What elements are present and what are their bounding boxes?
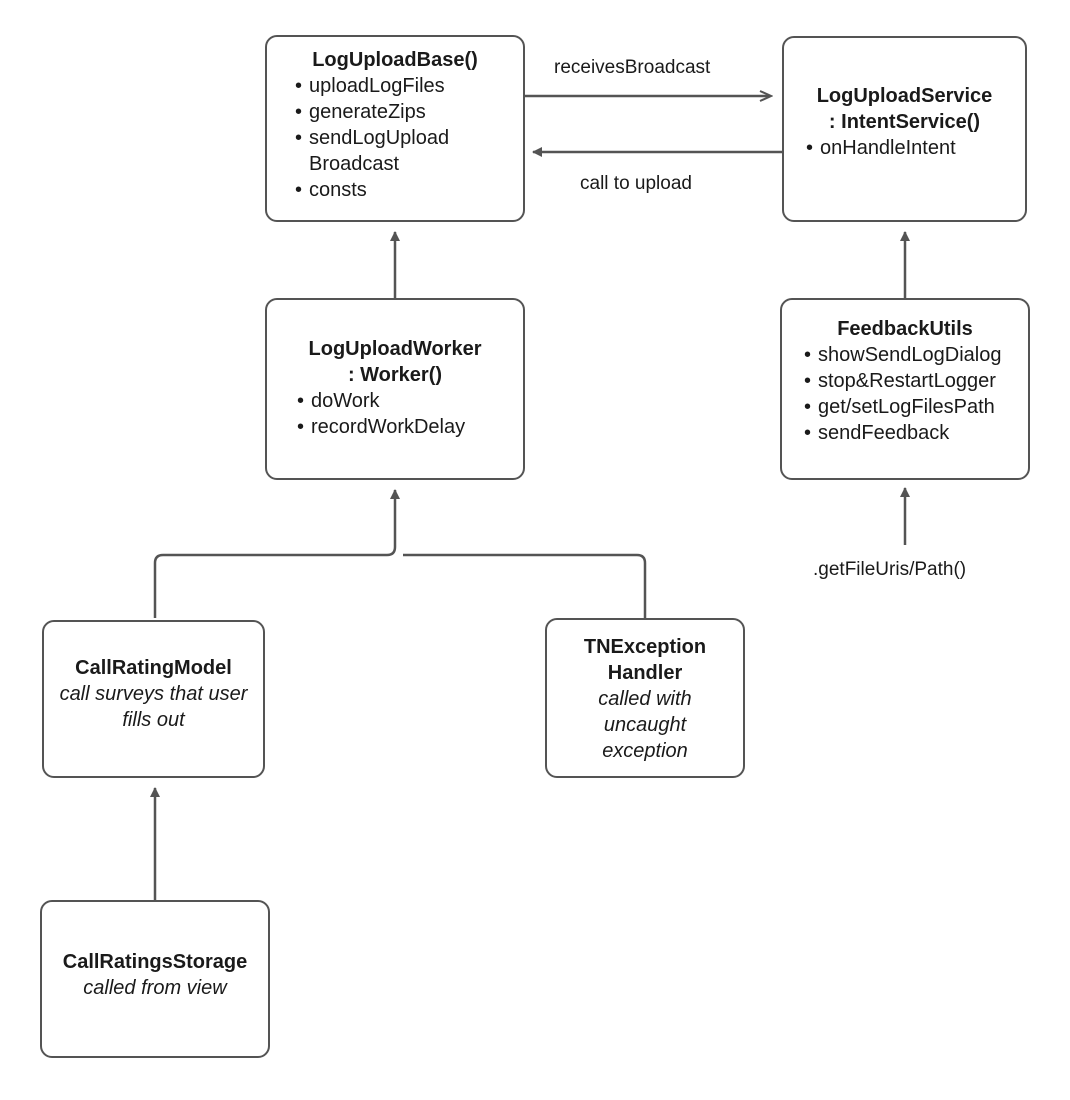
list-item: doWork (295, 388, 523, 414)
node-member-list: showSendLogDialog stop&RestartLogger get… (782, 342, 1028, 446)
node-title: FeedbackUtils (837, 318, 973, 340)
node-subtitle: called from view (83, 977, 227, 999)
node-log-upload-worker[interactable]: LogUploadWorker : Worker() doWork record… (265, 298, 525, 480)
list-item: generateZips (293, 99, 523, 125)
node-log-upload-base[interactable]: LogUploadBase() uploadLogFiles generateZ… (265, 35, 525, 222)
edge-label-call-to-upload: call to upload (580, 173, 692, 194)
node-title: CallRatingsStorage (62, 951, 248, 973)
node-title: CallRatingModel (75, 657, 232, 679)
list-item: sendFeedback (802, 420, 1028, 446)
edge-fork-to-worker (153, 489, 647, 618)
node-title: LogUploadWorker : Worker() (308, 338, 482, 386)
node-member-list: onHandleIntent (784, 135, 1025, 161)
edge-label-receives-broadcast: receivesBroadcast (554, 57, 711, 78)
list-item: consts (293, 177, 523, 203)
node-title: LogUploadBase() (312, 49, 478, 71)
list-item: onHandleIntent (804, 135, 1025, 161)
node-call-rating-model[interactable]: CallRatingModel call surveys that user f… (42, 620, 265, 778)
node-call-ratings-storage[interactable]: CallRatingsStorage called from view (40, 900, 270, 1058)
node-member-list: doWork recordWorkDelay (267, 388, 523, 440)
node-subtitle: call surveys that user fills out (59, 683, 248, 731)
node-log-upload-service[interactable]: LogUploadService : IntentService() onHan… (782, 36, 1027, 222)
list-item: get/setLogFilesPath (802, 394, 1028, 420)
edge-label-get-file-uris-path: .getFileUris/Path() (813, 559, 967, 580)
node-title: TNException Handler (583, 636, 707, 684)
node-member-list: uploadLogFiles generateZips sendLogUploa… (267, 73, 523, 203)
list-item: sendLogUpload Broadcast (293, 125, 523, 177)
list-item: stop&RestartLogger (802, 368, 1028, 394)
list-item: showSendLogDialog (802, 342, 1028, 368)
node-tn-exception-handler[interactable]: TNException Handler called with uncaught… (545, 618, 745, 778)
node-feedback-utils[interactable]: FeedbackUtils showSendLogDialog stop&Res… (780, 298, 1030, 480)
list-item: recordWorkDelay (295, 414, 523, 440)
list-item: uploadLogFiles (293, 73, 523, 99)
node-title: LogUploadService : IntentService() (816, 85, 993, 133)
node-subtitle: called with uncaught exception (598, 688, 692, 762)
